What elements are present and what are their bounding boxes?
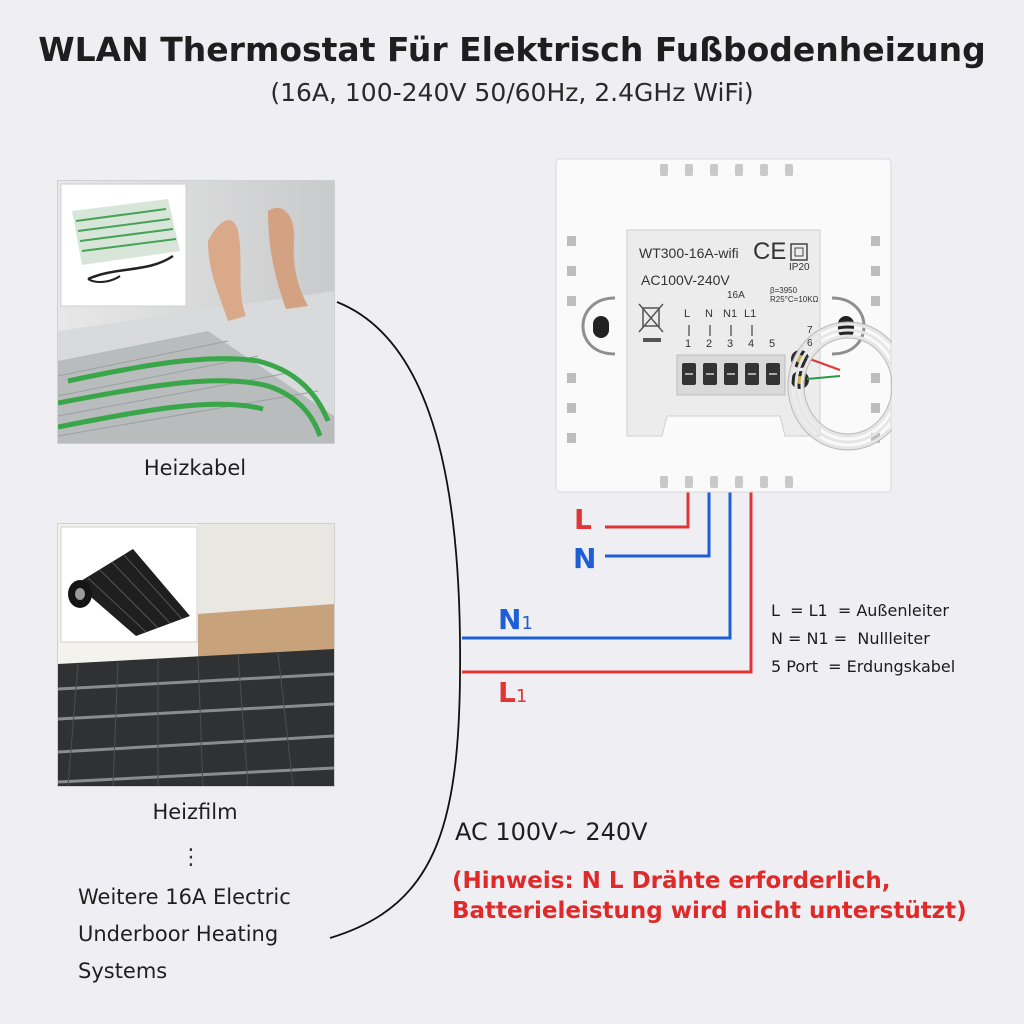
legend-line-1: L = L1 = Außenleiter: [771, 601, 949, 620]
terminal-number-1: 1: [685, 338, 692, 350]
label-n: N: [573, 542, 597, 575]
more-systems-line-2: Underboor Heating: [78, 922, 279, 946]
terminal-letter-2: N: [705, 308, 713, 320]
sensor-terminal-6: 6: [807, 338, 813, 349]
label-l1-main: L: [498, 676, 516, 709]
sensor-terminal-7: 7: [807, 325, 813, 336]
hint-note: (Hinweis: N L Drähte erforderlich, Batte…: [452, 866, 967, 926]
more-systems-text: Weitere 16A Electric Underboor Heating S…: [78, 879, 291, 990]
legend-line-3: 5 Port = Erdungskabel: [771, 657, 956, 676]
sensor-spec-r25: R25°C=10KΩ: [770, 295, 819, 304]
label-l1: L1: [498, 676, 527, 709]
terminal-letter-1: L: [684, 308, 691, 320]
hint-note-line-1: (Hinweis: N L Drähte erforderlich,: [452, 868, 891, 894]
legend-line-2: N = N1 = Nullleiter: [771, 629, 930, 648]
terminal-number-2: 2: [706, 338, 713, 350]
more-systems-line-3: Systems: [78, 959, 168, 983]
label-n1-main: N: [498, 603, 522, 636]
more-systems-line-1: Weitere 16A Electric: [78, 885, 291, 909]
terminal-letter-3: N1: [723, 308, 738, 320]
thermostat-back: WT300-16A-wifi CE IP20 AC100V-240V 16A β…: [555, 158, 909, 493]
page-subtitle: (16A, 100-240V 50/60Hz, 2.4GHz WiFi): [270, 78, 754, 107]
device-voltage: AC100V-240V: [641, 272, 730, 288]
label-l: L: [574, 503, 592, 536]
device-current: 16A: [727, 290, 745, 301]
wire-legend: L = L1 = Außenleiter N = N1 = Nullleiter…: [771, 601, 955, 676]
ce-mark: CE: [753, 238, 787, 265]
ip-rating: IP20: [789, 262, 810, 273]
terminal-number-5: 5: [769, 338, 776, 350]
sensor-spec-beta: β=3950: [770, 286, 798, 295]
label-l1-sub: 1: [515, 686, 528, 707]
device-model: WT300-16A-wifi: [639, 245, 739, 261]
heating-film-photo: [57, 523, 335, 787]
hint-note-line-2: Batterieleistung wird nicht unterstützt): [452, 898, 967, 924]
terminal-letter-4: L1: [744, 308, 757, 320]
heating-cable-caption: Heizkabel: [143, 456, 247, 480]
terminal-number-4: 4: [748, 338, 755, 350]
heating-cable-photo: [57, 180, 335, 444]
label-n1-sub: 1: [521, 613, 533, 634]
label-n1: N1: [498, 603, 533, 636]
page-title: WLAN Thermostat Für Elektrisch Fußbodenh…: [38, 30, 986, 69]
ac-voltage-text: AC 100V~ 240V: [455, 818, 648, 846]
grouping-bracket: [329, 301, 462, 939]
heating-film-caption: Heizfilm: [152, 800, 238, 824]
more-ellipsis: ⋮: [180, 845, 202, 870]
terminal-number-3: 3: [727, 338, 734, 350]
